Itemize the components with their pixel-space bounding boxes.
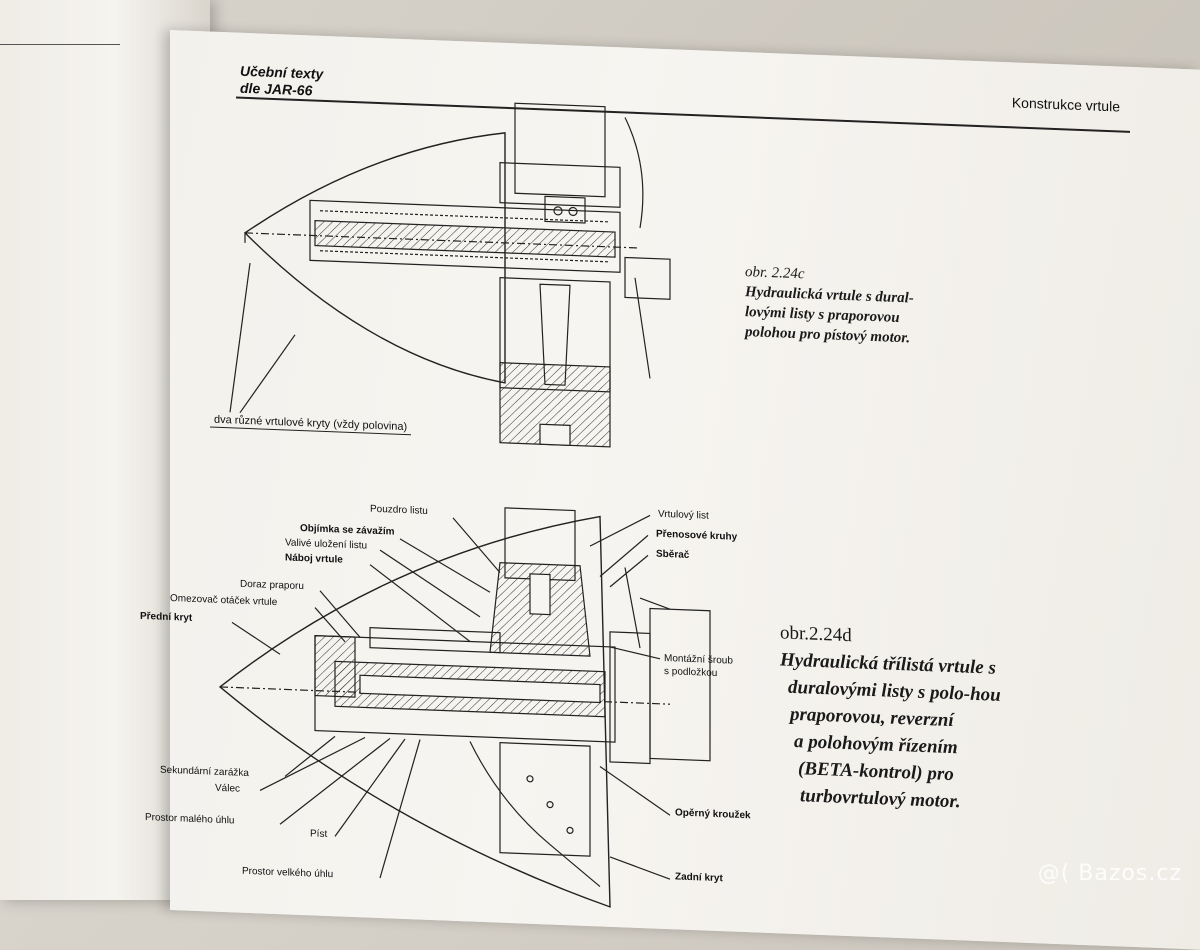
label-pouzdro-listu: Pouzdro listu xyxy=(370,503,428,517)
book-page: Učební texty dle JAR-66 Konstrukce vrtul… xyxy=(140,30,1200,950)
label-sberac: Sběrač xyxy=(656,548,690,561)
watermark: @( Bazos.cz xyxy=(1037,861,1182,886)
figure-d-caption: obr.2.24d Hydraulická třílistá vrtule s … xyxy=(780,619,1001,816)
label-naboj-vrtule: Náboj vrtule xyxy=(285,552,343,566)
technical-drawings xyxy=(218,102,711,908)
figure-d-drawing xyxy=(218,507,711,908)
label-montazni-podlozka: s podložkou xyxy=(664,665,718,680)
left-page-rule xyxy=(0,44,120,45)
figure-c-caption: obr. 2.24c Hydraulická vrtule s dural- l… xyxy=(745,262,914,348)
label-zadni-kryt: Zadní kryt xyxy=(675,871,723,885)
label-predni-kryt: Přední kryt xyxy=(140,610,193,624)
label-vrtulovy-list: Vrtulový list xyxy=(658,508,709,522)
label-valec: Válec xyxy=(215,782,241,795)
label-pist: Píst xyxy=(310,828,328,841)
figure-c-drawing xyxy=(229,102,671,448)
